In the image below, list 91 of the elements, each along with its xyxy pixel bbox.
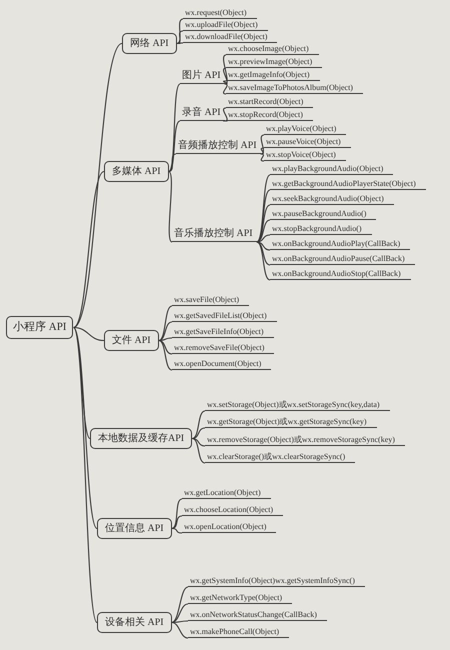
topic-box: 位置信息 API [97,518,172,539]
branch-line [172,603,188,624]
branch-line [172,620,188,624]
branch-line [158,321,172,342]
branch-line [256,234,270,243]
api-label: wx.getImageInfo(Object) [226,70,320,81]
api-label: wx.onBackgroundAudioPlay(CallBack) [270,239,410,250]
api-label: wx.getSavedFileList(Object) [172,311,277,322]
api-label: wx.removeStorage(Object)或wx.removeStorageSync(key) [205,435,405,446]
branch-line [73,327,98,529]
branch-line [192,427,206,440]
branch-line [256,204,270,242]
branch-line [73,326,104,342]
api-label: wx.stopBackgroundAudio() [270,224,372,235]
branch-line [158,305,172,342]
api-label: wx.getStorage(Object)或wx.getStorageSync(key) [205,417,377,428]
api-label: wx.saveImageToPhotosAlbum(Object) [226,83,363,94]
api-label: wx.playBackgroundAudio(Object) [270,164,394,175]
branch-line [158,340,172,355]
branch-line [256,241,270,266]
topic-box: 多媒体 API [104,161,169,182]
subtopic-label: 音乐播放控制 API [172,228,257,242]
api-label: wx.stopVoice(Object) [264,150,346,161]
branch-line [176,18,184,44]
api-label: wx.previewImage(Object) [226,57,322,68]
api-label: wx.chooseImage(Object) [226,44,319,55]
branch-line [172,528,182,534]
api-label: wx.chooseLocation(Object) [182,505,284,516]
api-label: wx.pauseVoice(Object) [264,137,351,148]
branch-line [158,337,172,342]
api-label: wx.clearStorage()或wx.clearStorageSync() [205,452,356,463]
branch-line [256,242,270,280]
branch-line [192,438,206,464]
branch-line [260,153,264,162]
branch-line [192,438,206,447]
api-label: wx.getLocation(Object) [182,488,271,499]
branch-line [260,134,264,155]
branch-line [176,30,184,44]
branch-line [171,586,188,624]
branch-line [256,190,270,242]
api-label: wx.onBackgroundAudioStop(CallBack) [270,269,411,280]
branch-line [72,327,98,623]
branch-line [168,84,180,172]
branch-line [224,120,227,122]
api-label: wx.pauseBackgroundAudio() [270,209,376,220]
api-label: wx.getNetworkType(Object) [188,593,292,604]
api-label: wx.getSystemInfo(Object)wx.getSystemInfoSync() [188,576,365,587]
branch-line [158,340,172,371]
branch-line [223,67,228,85]
api-label: wx.uploadFile(Object) [183,20,268,31]
branch-line [260,147,264,155]
api-label: wx.openDocument(Object) [172,359,272,370]
branch-line [172,515,182,530]
topic-box: 文件 API [104,330,159,351]
api-label: wx.playVoice(Object) [264,124,346,135]
subtopic-label: 图片 API [180,70,225,84]
branch-line [168,171,172,242]
api-label: wx.seekBackgroundAudio(Object) [270,194,394,205]
topic-box: 网络 API [122,33,177,54]
branch-line [168,153,176,172]
api-label: wx.onNetworkStatusChange(CallBack) [188,610,327,621]
topic-box: 设备相关 API [97,612,172,633]
branch-line [223,80,228,85]
branch-line [171,498,182,530]
api-label: wx.removeSaveFile(Object) [172,343,274,354]
branch-line [223,107,228,122]
branch-line [172,622,188,639]
branch-line [256,174,270,242]
branch-line [223,83,228,95]
api-label: wx.makePhoneCall(Object) [188,627,290,638]
api-label: wx.stopRecord(Object) [226,110,313,121]
branch-line [222,54,228,85]
branch-line [256,241,270,251]
root-topic-box: 小程序 API [6,316,74,339]
subtopic-label: 录音 API [180,107,225,121]
branch-line [256,219,270,243]
topic-box: 本地数据及缓存API [90,428,192,449]
api-label: wx.saveFile(Object) [172,295,250,306]
branch-line [168,120,180,172]
api-label: wx.onBackgroundAudioPause(CallBack) [270,254,415,265]
api-label: wx.getBackgroundAudioPlayerState(Object) [270,179,426,190]
api-label: wx.openLocation(Object) [182,522,276,533]
api-label: wx.getSaveFileInfo(Object) [172,327,274,338]
subtopic-label: 音频播放控制 API [176,140,261,154]
api-label: wx.request(Object) [183,8,257,19]
api-label: wx.setStorage(Object)或wx.setStorageSync(key,data) [205,400,390,411]
api-label: wx.startRecord(Object) [226,97,314,108]
api-label: wx.downloadFile(Object) [183,32,278,43]
branch-line [73,43,122,328]
branch-line [73,171,104,328]
branch-line [192,410,206,440]
